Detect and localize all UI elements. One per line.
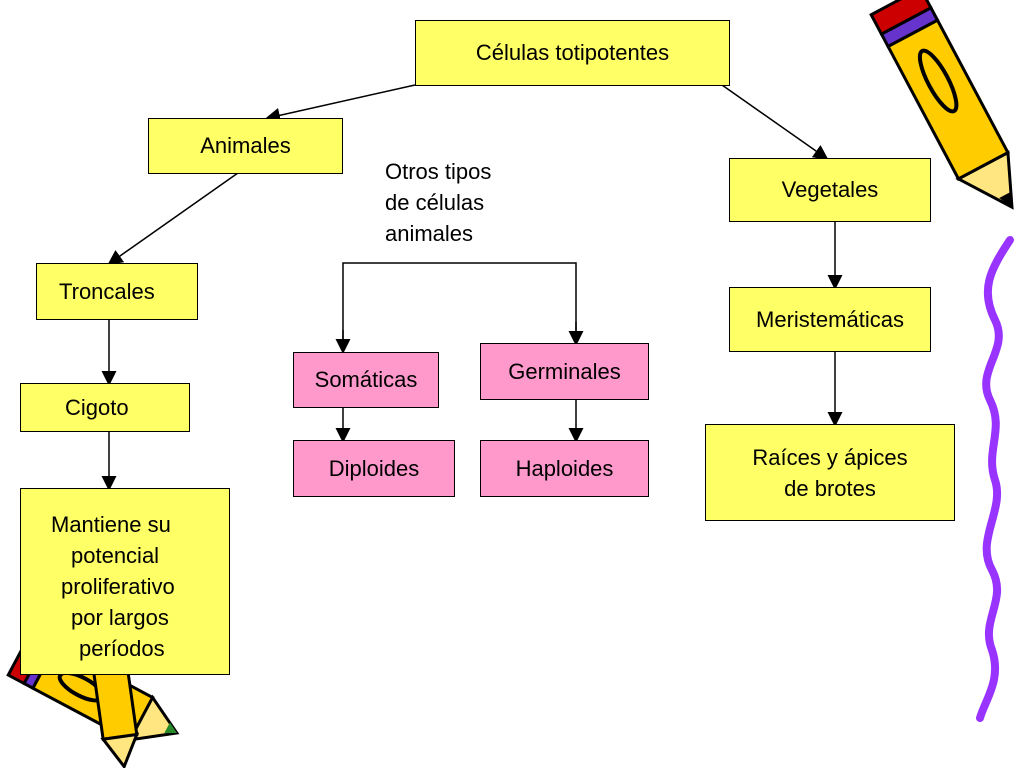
node-animales: Animales	[148, 118, 343, 174]
pencil-icon	[869, 0, 1014, 210]
node-mantiene: Mantiene su potencial proliferativo por …	[20, 488, 230, 675]
squiggle-line	[976, 236, 1014, 722]
node-vegetales: Vegetales	[729, 158, 931, 222]
pencil-icon	[90, 653, 140, 768]
node-somaticas: Somáticas	[293, 352, 439, 408]
arrow-root-vegetales	[721, 84, 829, 160]
label-otros-tipos: Otros tipos de células animales	[385, 159, 492, 246]
arrow-animales-troncales	[107, 167, 246, 265]
node-diploides: Diploides	[293, 440, 455, 497]
node-troncales: Troncales	[36, 263, 198, 320]
node-cigoto: Cigoto	[20, 383, 190, 432]
node-germinales: Germinales	[480, 343, 649, 400]
arrow-root-animales	[265, 84, 416, 123]
node-celulas-totipotentes: Células totipotentes	[415, 20, 730, 86]
otros-bracket	[342, 262, 577, 352]
node-raices-apices: Raíces y ápices de brotes	[705, 424, 955, 521]
node-haploides: Haploides	[480, 440, 649, 497]
node-meristematicas: Meristemáticas	[729, 287, 931, 352]
